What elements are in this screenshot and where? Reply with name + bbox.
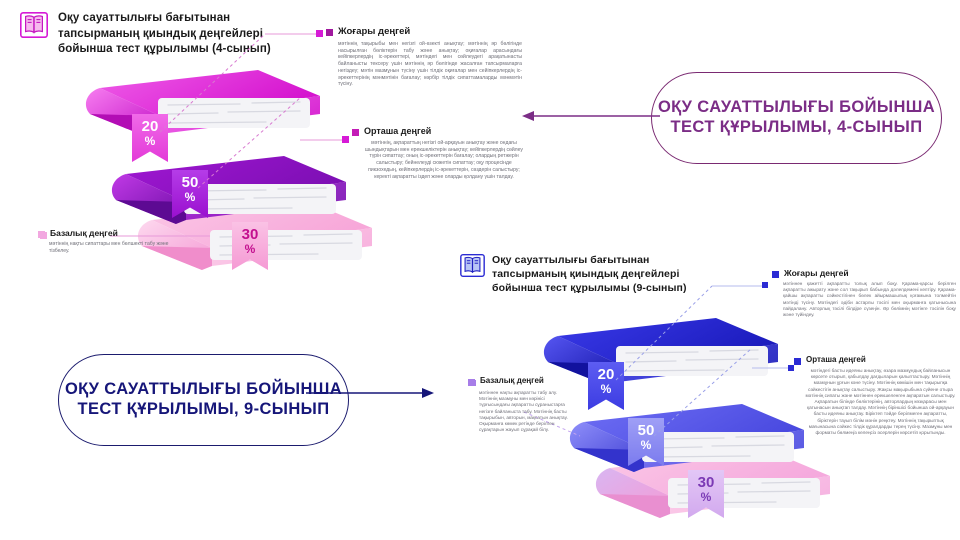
level-heading: Жоғары деңгей (326, 26, 522, 37)
ribbon-percent-50-grade9: 50 % (628, 418, 664, 466)
open-book-icon-top (20, 12, 48, 38)
level-heading: Орташа деңгей (794, 355, 956, 365)
level-block-high-grade9: Жоғары деңгей мәтіннен қажетті ақпаратты… (772, 268, 956, 318)
callout-text: ОҚУ САУАТТЫЛЫҒЫ БОЙЫНША ТЕСТ ҚҰРЫЛЫМЫ, 4… (657, 98, 936, 136)
level-heading: Жоғары деңгей (772, 268, 956, 278)
level-description: мәтіндегі басты идеяны анықтау, өзара ма… (805, 368, 956, 436)
level-bullet-icon (468, 379, 475, 386)
ribbon-value: 30 (241, 226, 259, 243)
arrow-connector-grade4 (522, 111, 660, 121)
ribbon-percent-20-grade4: 20 % (132, 114, 168, 162)
level-description: мәтіннің нақты сипаттары мен бөлшекті та… (49, 241, 169, 254)
level-heading: Базалық деңгей (468, 376, 576, 386)
level-bullet-icon (352, 129, 359, 136)
level-label: Жоғары деңгей (784, 268, 849, 278)
ribbon-value: 20 (141, 118, 159, 135)
ribbon-percent-symbol: % (144, 134, 156, 148)
level-heading: Орташа деңгей (352, 126, 524, 136)
level-label: Базалық деңгей (50, 228, 118, 238)
level-description: мәтіннен нақты ақпаратты табу алу. Мәтін… (479, 390, 568, 433)
level-bullet-icon (772, 271, 779, 278)
ribbon-value: 20 (597, 366, 615, 383)
arrow-connector-grade9 (306, 388, 434, 398)
level-bullet-icon (326, 29, 333, 36)
level-block-middle-grade9: Орташа деңгей мәтіндегі басты идеяны аны… (794, 355, 956, 436)
level-description: мәтіннен қажетті ақпаратты толық алып бо… (783, 281, 956, 318)
ribbon-percent-symbol: % (184, 190, 196, 204)
level-block-base-grade9: Базалық деңгей мәтіннен нақты ақпаратты … (468, 376, 576, 433)
page-title-grade4: Оқу сауаттылығы бағытынан тапсырманың қи… (58, 12, 271, 56)
level-block-middle-grade4: Орташа деңгей мәтіннің, ақпараттың негіз… (352, 126, 524, 180)
page-title-grade9: Оқу сауаттылығы бағытынан тапсырманың қи… (492, 254, 687, 295)
level-description: мәтіннің тақырыбы мен негізгі ой-өзекті … (338, 41, 522, 88)
level-heading: Базалық деңгей (38, 228, 188, 238)
ribbon-percent-symbol: % (640, 438, 652, 452)
open-book-icon-bottom (460, 254, 485, 277)
level-bullet-icon (794, 358, 801, 365)
level-bullet-icon (38, 231, 45, 238)
ribbon-value: 50 (181, 174, 199, 191)
level-description: мәтіннің, ақпараттың негізгі ой-арқауын … (365, 140, 523, 180)
ribbon-value: 30 (697, 474, 715, 491)
ribbon-percent-symbol: % (600, 382, 612, 396)
level-block-high-grade4: Жоғары деңгей мәтіннің тақырыбы мен негі… (326, 26, 522, 88)
callout-grade9[interactable]: ОҚУ САУАТТЫЛЫҒЫ БОЙЫНША ТЕСТ ҚҰРЫЛЫМЫ, 9… (58, 354, 349, 446)
ribbon-value: 50 (637, 422, 655, 439)
ribbon-percent-symbol: % (700, 490, 712, 504)
level-label: Орташа деңгей (806, 355, 866, 364)
level-label: Орташа деңгей (364, 126, 432, 136)
callout-text: ОҚУ САУАТТЫЛЫҒЫ БОЙЫНША ТЕСТ ҚҰРЫЛЫМЫ, 9… (64, 380, 343, 418)
level-label: Базалық деңгей (480, 376, 544, 385)
ribbon-percent-symbol: % (244, 242, 256, 256)
callout-grade4[interactable]: ОҚУ САУАТТЫЛЫҒЫ БОЙЫНША ТЕСТ ҚҰРЫЛЫМЫ, 4… (651, 72, 942, 164)
level-label: Жоғары деңгей (338, 26, 411, 37)
level-block-base-grade4: Базалық деңгей мәтіннің нақты сипаттары … (38, 228, 188, 254)
